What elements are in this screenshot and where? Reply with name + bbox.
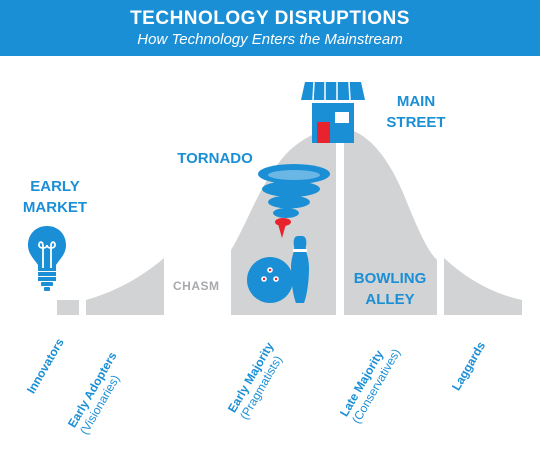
lightbulb-icon [28,226,66,291]
bowling-icon [247,236,309,303]
page-subtitle: How Technology Enters the Mainstream [137,31,403,48]
store-icon [301,81,365,143]
main-street-label: MAIN STREET [386,93,446,131]
early-market-label: EARLY MARKET [22,178,88,216]
segment-laggards-area [444,258,522,315]
chasm-label: CHASM [173,279,220,293]
tornado-icon [258,164,330,238]
tornado-label: TORNADO [177,150,253,167]
segment-innovators-area [57,300,79,315]
bowling-alley-label: BOWLING ALLEY [353,270,427,308]
header-banner: TECHNOLOGY DISRUPTIONS How Technology En… [0,0,540,56]
segment-late-majority-area [344,128,437,315]
page-title: TECHNOLOGY DISRUPTIONS [130,8,410,29]
segment-early-adopters-area [86,258,164,315]
